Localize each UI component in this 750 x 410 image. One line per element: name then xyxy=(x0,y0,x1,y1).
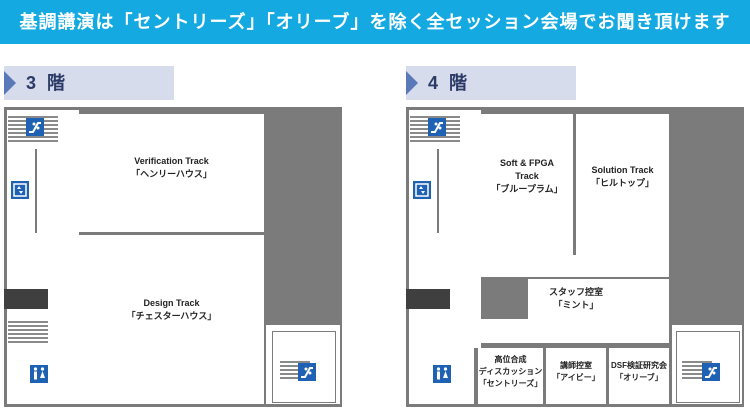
stairs xyxy=(280,361,310,381)
elevator-icon xyxy=(11,181,29,199)
room-label: 講師控室 「アイビー」 xyxy=(552,361,600,382)
corridor-center xyxy=(624,279,669,319)
room-label: スタッフ控室 「ミント」 xyxy=(548,287,603,310)
room-staff[interactable] xyxy=(528,279,624,319)
wall-block xyxy=(4,289,48,309)
room-label: Design Track 「チェスターハウス」 xyxy=(126,298,217,321)
restroom-icon xyxy=(30,365,48,383)
wall-block xyxy=(406,289,450,309)
room-verification-track[interactable] xyxy=(79,114,264,232)
room-design-track[interactable] xyxy=(79,235,264,404)
room-label: Solution Track 「ヒルトップ」 xyxy=(590,165,654,188)
room-solution-track[interactable] xyxy=(576,114,669,255)
floor-4-label: 4 階 xyxy=(428,73,471,93)
escalator-icon xyxy=(26,118,44,136)
room-label: Verification Track 「ヘンリーハウス」 xyxy=(131,156,212,179)
escalator-icon xyxy=(428,118,446,136)
restroom-icon xyxy=(433,365,451,383)
room-label: Soft & FPGA Track 「ブループラム」 xyxy=(491,158,563,194)
escalator-icon xyxy=(702,363,720,381)
announcement-banner: 基調講演は「セントリーズ」「オリーブ」を除く全セッション会場でお聞き頂けます xyxy=(0,0,750,44)
elevator-icon xyxy=(413,181,431,199)
chevron-right-icon xyxy=(4,71,16,95)
corridor-center xyxy=(481,255,669,277)
floor-3-tab[interactable]: 3 階 xyxy=(4,66,174,100)
room-soft-fpga-track[interactable] xyxy=(481,114,573,255)
floor-4-tab[interactable]: 4 階 xyxy=(406,66,576,100)
chevron-right-icon xyxy=(406,71,418,95)
escalator-area xyxy=(272,331,336,403)
corridor-lower xyxy=(409,319,669,343)
stairs xyxy=(682,361,712,381)
room-lecturer[interactable] xyxy=(546,348,606,404)
room-dsf[interactable] xyxy=(609,348,669,404)
escalator-icon xyxy=(298,363,316,381)
room-label: DSF検証研究会 「オリーブ」 xyxy=(611,361,667,382)
room-synthesis-discussion[interactable] xyxy=(478,348,543,404)
floor-3-map: Verification Track 「ヘンリーハウス」 Design Trac… xyxy=(4,107,342,407)
floor-4-map: Soft & FPGA Track 「ブループラム」 Solution Trac… xyxy=(406,107,744,407)
floor-3-label: 3 階 xyxy=(26,73,69,93)
room-label: 高位合成 ディスカッション 「セントリーズ」 xyxy=(478,355,543,388)
stairs xyxy=(8,321,48,345)
